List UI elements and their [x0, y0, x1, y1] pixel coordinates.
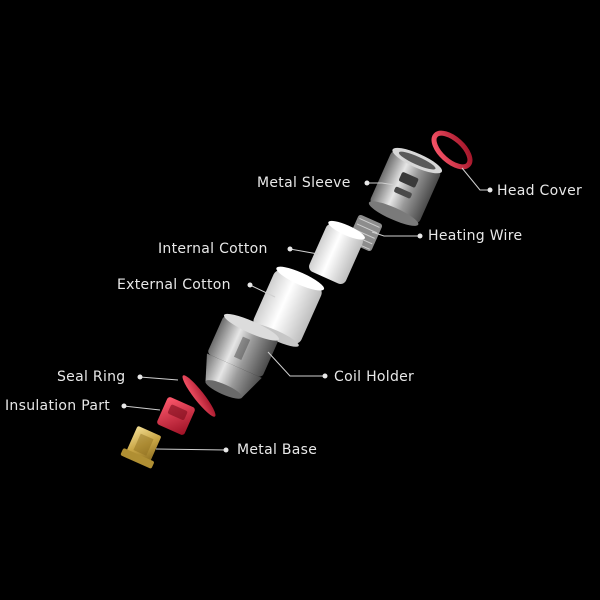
head-cover-ring	[431, 130, 473, 170]
label-metal-base: Metal Base	[237, 442, 318, 458]
seal-ring-part	[182, 375, 216, 417]
leader-dots	[121, 180, 493, 453]
metal-base-part	[120, 426, 161, 469]
label-coil-holder: Coil Holder	[334, 369, 415, 385]
leader-lines	[123, 167, 490, 451]
coil-holder-part	[205, 313, 279, 399]
label-external-cotton: External Cotton	[117, 277, 231, 293]
label-head-cover: Head Cover	[497, 183, 583, 199]
label-heating-wire: Heating Wire	[428, 228, 523, 244]
metal-sleeve-part	[368, 147, 443, 226]
internal-cotton-part	[309, 220, 365, 284]
label-internal-cotton: Internal Cotton	[158, 241, 268, 257]
label-insulation-part: Insulation Part	[5, 398, 111, 414]
insulation-part-piece	[157, 397, 195, 435]
label-metal-sleeve: Metal Sleeve	[257, 175, 351, 191]
label-seal-ring: Seal Ring	[57, 369, 126, 385]
